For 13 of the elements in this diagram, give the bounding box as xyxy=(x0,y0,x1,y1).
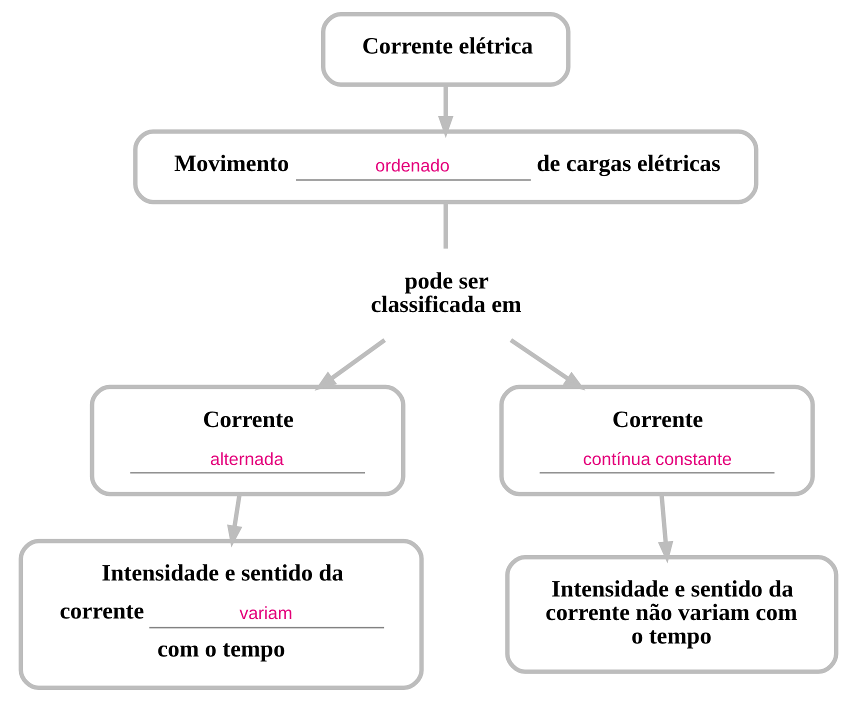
arrow xyxy=(226,494,242,548)
arrow xyxy=(438,85,453,138)
connector xyxy=(443,202,448,249)
arrow xyxy=(314,338,386,391)
node-box: Corrente elétrica xyxy=(320,12,570,87)
node-box: Corrente alternada xyxy=(89,384,405,496)
node-box: Intensidade e sentido da corrente não variam com o tempo xyxy=(504,555,838,674)
node-box: Movimento ordenado de cargas elétricas xyxy=(132,129,758,204)
node-box: Corrente contínua constante xyxy=(498,384,814,496)
arrow xyxy=(509,338,585,391)
node-text: pode ser classificada em xyxy=(370,268,521,318)
node-box: Intensidade e sentido da corrente variam com o tempo xyxy=(18,538,424,690)
arrow xyxy=(657,494,673,564)
